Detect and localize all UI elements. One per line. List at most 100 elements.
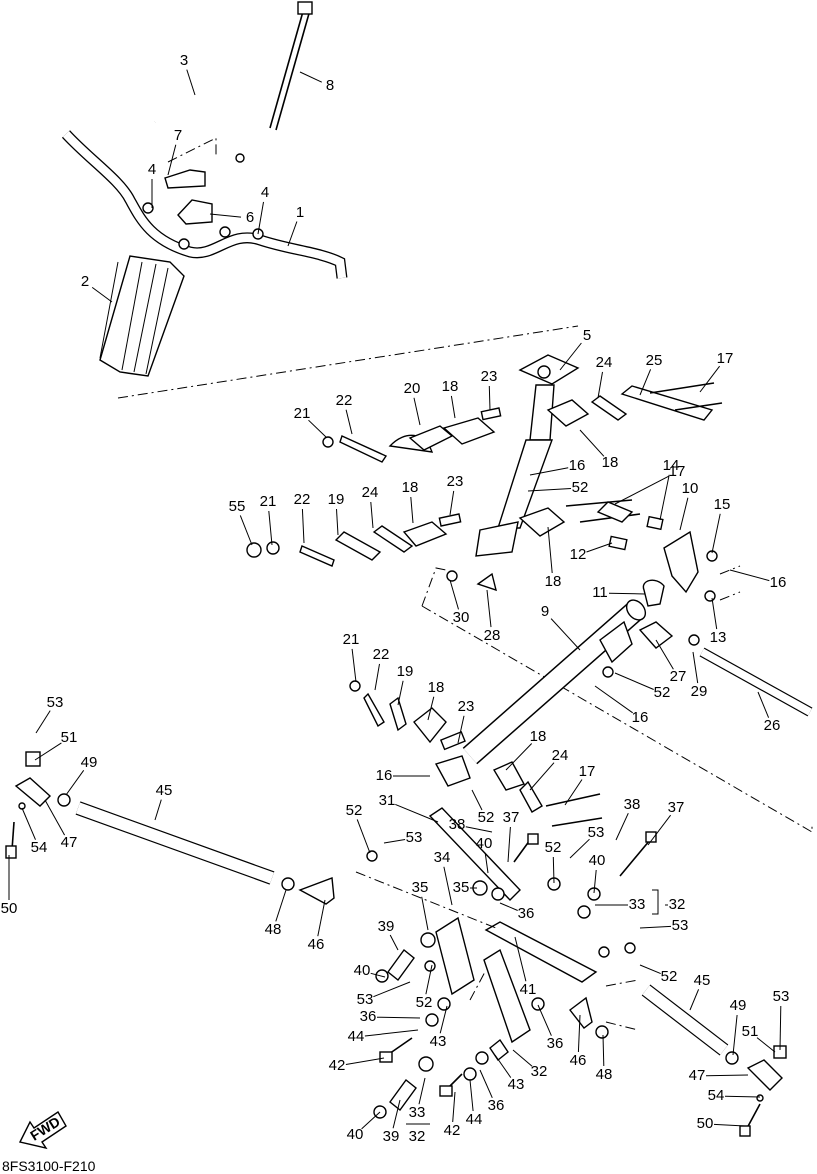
callout-c-22c: 22 <box>373 646 390 663</box>
callout-c-52g: 52 <box>416 994 433 1011</box>
leader-c-19b <box>397 680 404 706</box>
callout-c-48a: 48 <box>265 921 282 938</box>
leader-c-40b <box>593 869 597 894</box>
leader-c-52c <box>471 789 483 811</box>
leader-c-21b <box>268 510 273 546</box>
leader-c-39a <box>389 934 399 951</box>
callout-c-33a: 33 <box>629 896 646 913</box>
leader-c-51b <box>756 1037 776 1053</box>
leader-c-35a <box>421 896 429 931</box>
callout-c-40d: 40 <box>347 1126 364 1143</box>
leader-c-39b <box>392 1099 401 1129</box>
callout-c-17c: 17 <box>579 763 596 780</box>
lower-linkage-group <box>355 807 657 1119</box>
callout-c-23a: 23 <box>481 368 498 385</box>
callout-c-15: 15 <box>714 496 731 513</box>
leader-c-17c <box>564 779 583 806</box>
callout-c-27: 27 <box>670 668 687 685</box>
callout-c-17b: 17 <box>669 463 686 480</box>
leader-c-19a <box>336 508 339 536</box>
callout-c-38a: 38 <box>624 796 641 813</box>
callout-c-3a: 3 <box>180 52 188 69</box>
callout-c-49a: 49 <box>81 754 98 771</box>
leader-c-18f <box>505 743 533 771</box>
callout-c-54a: 54 <box>31 839 48 856</box>
leader-c-37a <box>647 814 671 846</box>
leader-c-23c <box>457 715 465 744</box>
callout-c-32a: 32 <box>669 896 686 913</box>
callout-c-29: 29 <box>691 683 708 700</box>
leader-c-17a <box>699 365 720 393</box>
leader-c-22b <box>301 508 305 544</box>
callout-c-16b: 16 <box>770 574 787 591</box>
leader-c-42a <box>345 1057 385 1065</box>
leader-c-32b <box>512 1049 533 1067</box>
callout-c-52d: 52 <box>346 802 363 819</box>
leader-c-5 <box>559 342 582 371</box>
callout-c-17a: 17 <box>717 350 734 367</box>
leader-c-31 <box>395 803 439 823</box>
group-brackets <box>406 889 659 1125</box>
leader-c-46a <box>317 899 326 937</box>
callout-c-9: 9 <box>541 603 549 620</box>
callout-c-18f: 18 <box>530 728 547 745</box>
callout-c-44a: 44 <box>348 1028 365 1045</box>
leader-c-24c <box>529 762 555 791</box>
handlebar-group <box>61 1 579 399</box>
leader-c-7 <box>167 144 177 176</box>
leader-c-52e <box>552 856 555 884</box>
leader-c-34 <box>443 866 453 906</box>
callout-c-53a: 53 <box>47 694 64 711</box>
leader-c-48b <box>602 1034 605 1067</box>
callout-c-18a: 18 <box>442 378 459 395</box>
callout-c-34: 34 <box>434 849 451 866</box>
callout-c-40b: 40 <box>589 852 606 869</box>
leader-c-44b <box>469 1079 474 1112</box>
leader-c-53c <box>569 838 590 859</box>
callout-c-48b: 48 <box>596 1066 613 1083</box>
leader-c-49a <box>65 770 85 796</box>
callout-c-53b: 53 <box>406 829 423 846</box>
callout-c-52a: 52 <box>572 479 589 496</box>
callout-c-52b: 52 <box>654 684 671 701</box>
leader-c-49b <box>732 1014 738 1056</box>
callout-c-8: 8 <box>326 77 334 94</box>
leader-c-17b <box>614 475 670 505</box>
leader-c-47b <box>705 1074 749 1077</box>
leader-c-43a <box>439 1005 448 1034</box>
callout-c-47b: 47 <box>689 1067 706 1084</box>
leader-c-37b <box>507 826 511 863</box>
callout-c-42b: 42 <box>444 1122 461 1139</box>
leader-c-18b <box>579 429 605 457</box>
callout-c-19a: 19 <box>328 491 345 508</box>
callout-c-14: 14 <box>663 457 680 474</box>
callout-c-43b: 43 <box>508 1076 525 1093</box>
callout-c-33b: 33 <box>409 1104 426 1121</box>
leader-c-26 <box>757 691 770 718</box>
callout-c-39a: 39 <box>378 918 395 935</box>
leader-c-2 <box>91 286 113 303</box>
leader-c-4b <box>257 201 264 235</box>
callout-c-46a: 46 <box>308 936 325 953</box>
diagram-code: 8FS3100-F210 <box>2 1158 96 1174</box>
leader-c-53a <box>35 710 51 734</box>
callout-c-53d: 53 <box>672 917 689 934</box>
main-shaft-group <box>349 599 813 827</box>
leader-c-18d <box>547 526 553 574</box>
callout-c-21c: 21 <box>343 631 360 648</box>
callout-c-22a: 22 <box>336 392 353 409</box>
callout-c-55: 55 <box>229 498 246 515</box>
leader-c-36d <box>479 1069 493 1099</box>
leader-c-24a <box>597 371 603 399</box>
callout-c-25: 25 <box>646 352 663 369</box>
leader-c-54a <box>21 807 36 840</box>
callout-c-40a: 40 <box>476 835 493 852</box>
leader-c-46b <box>577 1014 581 1053</box>
callout-c-1: 1 <box>296 204 304 221</box>
leader-c-42b <box>452 1091 456 1123</box>
leader-c-36a <box>499 902 518 911</box>
callout-c-37a: 37 <box>668 799 685 816</box>
leader-c-9 <box>550 618 581 651</box>
leader-c-1 <box>287 221 298 247</box>
